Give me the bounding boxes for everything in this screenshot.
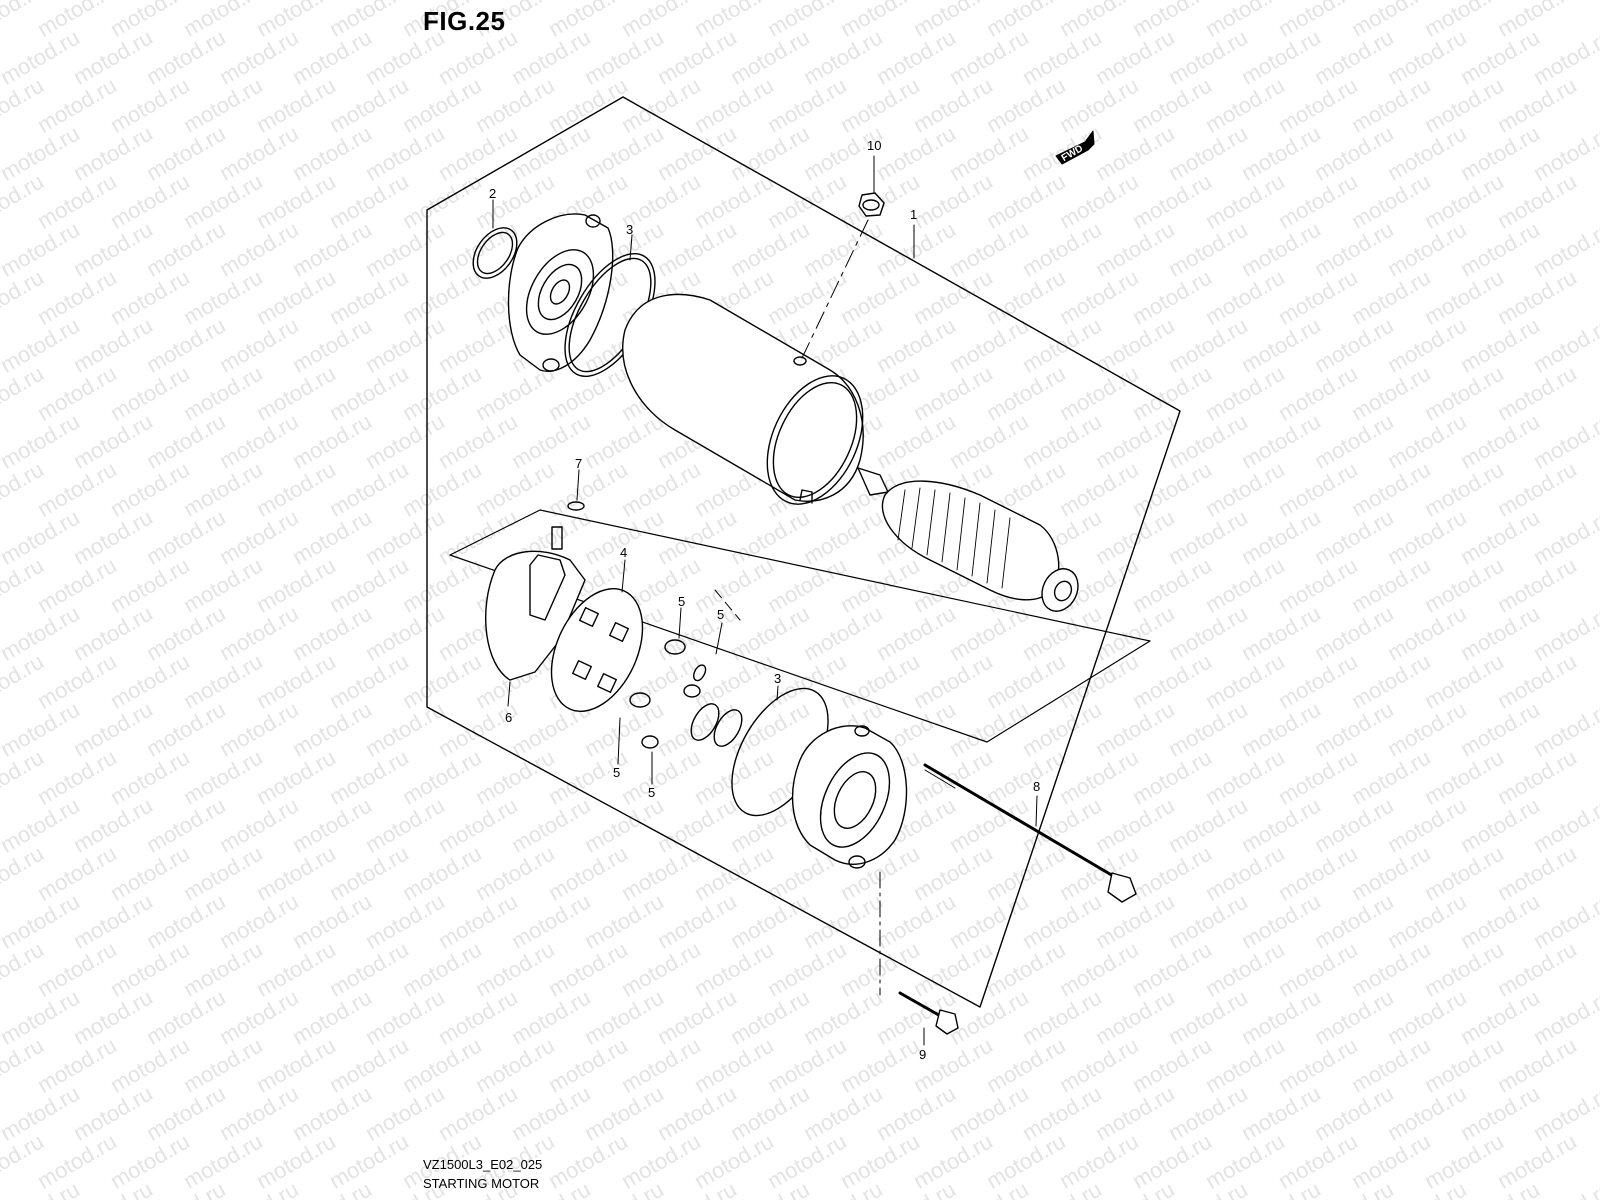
rear-cover bbox=[507, 213, 614, 372]
brush-5a bbox=[664, 607, 686, 655]
mounting-bolt-9 bbox=[898, 991, 959, 1046]
callout-6: 6 bbox=[505, 710, 512, 725]
figure-caption: STARTING MOTOR bbox=[423, 1176, 540, 1191]
armature bbox=[857, 467, 1079, 612]
callout-2: 2 bbox=[489, 186, 496, 201]
terminal-housing-6 bbox=[485, 526, 586, 707]
front-cover bbox=[791, 725, 908, 996]
brush-holder-plate-4 bbox=[550, 559, 644, 712]
callout-5d: 5 bbox=[648, 785, 655, 800]
washer-large-1 bbox=[690, 703, 720, 741]
callout-10: 10 bbox=[867, 138, 881, 153]
callout-3-top: 3 bbox=[626, 222, 633, 237]
figure-title: FIG.25 bbox=[423, 6, 506, 36]
subassembly-frame bbox=[449, 509, 1151, 743]
figure-footer: VZ1500L3_E02_025 STARTING MOTOR bbox=[423, 1155, 542, 1193]
washer-large-2 bbox=[713, 709, 743, 747]
washer bbox=[683, 684, 701, 698]
callout-5c: 5 bbox=[613, 765, 620, 780]
fwd-arrow bbox=[1055, 130, 1095, 165]
callout-5a: 5 bbox=[678, 594, 685, 609]
callout-1: 1 bbox=[910, 207, 917, 222]
callout-4: 4 bbox=[620, 545, 627, 560]
yoke-housing bbox=[622, 293, 864, 505]
callout-3-bottom: 3 bbox=[774, 671, 781, 686]
assembly-frame bbox=[426, 96, 1181, 1008]
nut-10 bbox=[858, 155, 885, 217]
callout-7: 7 bbox=[575, 456, 582, 471]
callout-5b: 5 bbox=[717, 607, 724, 622]
brush-5c bbox=[617, 692, 651, 765]
callout-8: 8 bbox=[1033, 779, 1040, 794]
brush-spring-5b bbox=[693, 622, 723, 682]
brush-spring-5d bbox=[641, 735, 659, 785]
o-ring-7 bbox=[567, 469, 585, 511]
o-ring-2 bbox=[472, 199, 518, 279]
callout-9: 9 bbox=[919, 1047, 926, 1062]
figure-code: VZ1500L3_E02_025 bbox=[423, 1157, 543, 1172]
fwd-label: FWD bbox=[1060, 143, 1085, 164]
through-bolt-8 bbox=[923, 763, 1137, 903]
